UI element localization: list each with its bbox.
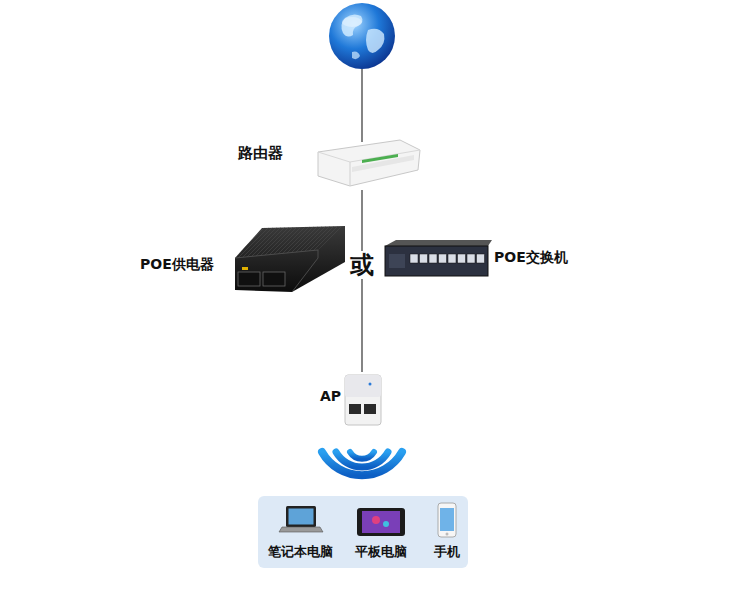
switch-ports — [410, 254, 485, 263]
internet-globe — [329, 3, 395, 69]
router-node: 路由器 — [232, 138, 422, 190]
device-label: 路由器 — [238, 144, 283, 162]
device-caption: 平板电脑 — [355, 544, 407, 560]
edge-label: 或 — [348, 251, 376, 279]
access-point-node: AP — [318, 372, 384, 428]
device-label: POE供电器 — [140, 256, 214, 273]
wifi-signal — [322, 452, 402, 475]
device-panel: 笔记本电脑 平板电脑 手机 — [258, 496, 468, 568]
uplink-wire — [361, 69, 362, 142]
poe-switch-device — [385, 240, 492, 276]
device-label: AP — [320, 388, 341, 405]
device-label: POE交换机 — [494, 249, 568, 266]
router-device — [318, 140, 420, 186]
poe-injector-device — [235, 226, 345, 292]
network-cable — [361, 190, 362, 372]
device-caption: 手机 — [434, 544, 460, 560]
poe-switch-node: POE交换机 — [382, 238, 582, 280]
device-caption: 笔记本电脑 — [268, 544, 333, 560]
device-icons — [258, 496, 468, 544]
poe-injector-node: POE供电器 — [136, 224, 348, 294]
access-point-device — [345, 375, 381, 425]
